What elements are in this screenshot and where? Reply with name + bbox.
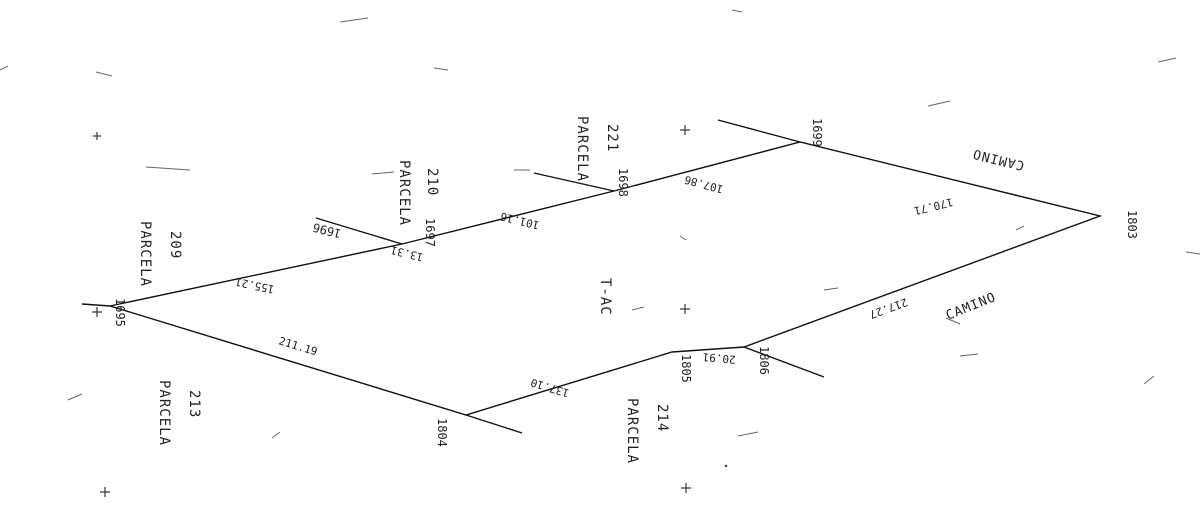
boundary-polygon [109,141,1103,416]
road-label-right: CAMINO [944,290,999,324]
distance-1699-1803: 170.71 [913,195,955,217]
parcel-214-number: 214 [654,404,670,432]
point-1803-label: 1803 [1125,210,1139,239]
point-1697-label: 1697 [423,218,437,247]
distance-1805-1804: 137.10 [529,376,571,400]
registration-marks [92,125,728,497]
reg-mark-top-center [680,125,690,135]
adjacent-lines [81,119,825,434]
parcel-210-word: PARCELA [396,160,412,226]
distance-labels: 155.21 13.31 101.16 107.86 170.71 217.27… [234,173,954,400]
reg-mark-bottom-center [681,483,691,493]
point-1699-label: 1699 [810,118,824,147]
reg-mark-left [92,307,102,317]
vertex-labels: 1695 1696 1697 1698 1699 1803 1804 1805 … [113,118,1139,447]
parcel-209-number: 209 [167,231,183,259]
parcel-213: PARCELA 213 [156,380,202,446]
distance-1695-1696: 155.21 [234,275,276,296]
reg-mark-bottom-left [100,487,110,497]
speck-dot [724,464,728,468]
parcel-221-number: 221 [604,124,620,152]
lot-identifier: T-AC [597,278,613,316]
point-1806-label: 1806 [757,346,771,375]
point-1805-label: 1805 [679,354,693,383]
reg-mark-top-left [93,132,101,140]
parcel-214: PARCELA 214 [624,398,670,464]
distance-1698-1699: 107.86 [683,173,725,196]
point-1696-label: 1696 [311,220,342,241]
parcel-214-word: PARCELA [624,398,640,464]
scan-specks [0,9,1200,439]
parcel-213-word: PARCELA [156,380,172,446]
parcel-labels: PARCELA 209 PARCELA 210 PARCELA 221 PARC… [137,116,670,464]
road-label-top: CAMINO [971,145,1026,172]
distance-1697-1698: 101.16 [499,209,541,231]
parcel-209-word: PARCELA [137,221,153,287]
parcel-210-number: 210 [424,168,440,196]
point-1698-label: 1698 [616,168,630,197]
distance-1696-1697: 13.31 [389,243,424,264]
parcel-209: PARCELA 209 [137,221,183,287]
distance-1804-1695: 211.19 [277,334,319,358]
point-1804-label: 1804 [435,418,449,447]
parcel-210: PARCELA 210 [396,160,440,226]
reg-mark-center [680,304,690,314]
parcel-221-word: PARCELA [574,116,590,182]
parcel-221: PARCELA 221 [574,116,620,182]
lot-boundary [109,141,1103,416]
parcel-213-number: 213 [186,390,202,418]
road-labels: CAMINO CAMINO [944,145,1026,323]
point-1695-label: 1695 [113,298,127,327]
distance-1806-1805: 20.91 [702,350,736,366]
